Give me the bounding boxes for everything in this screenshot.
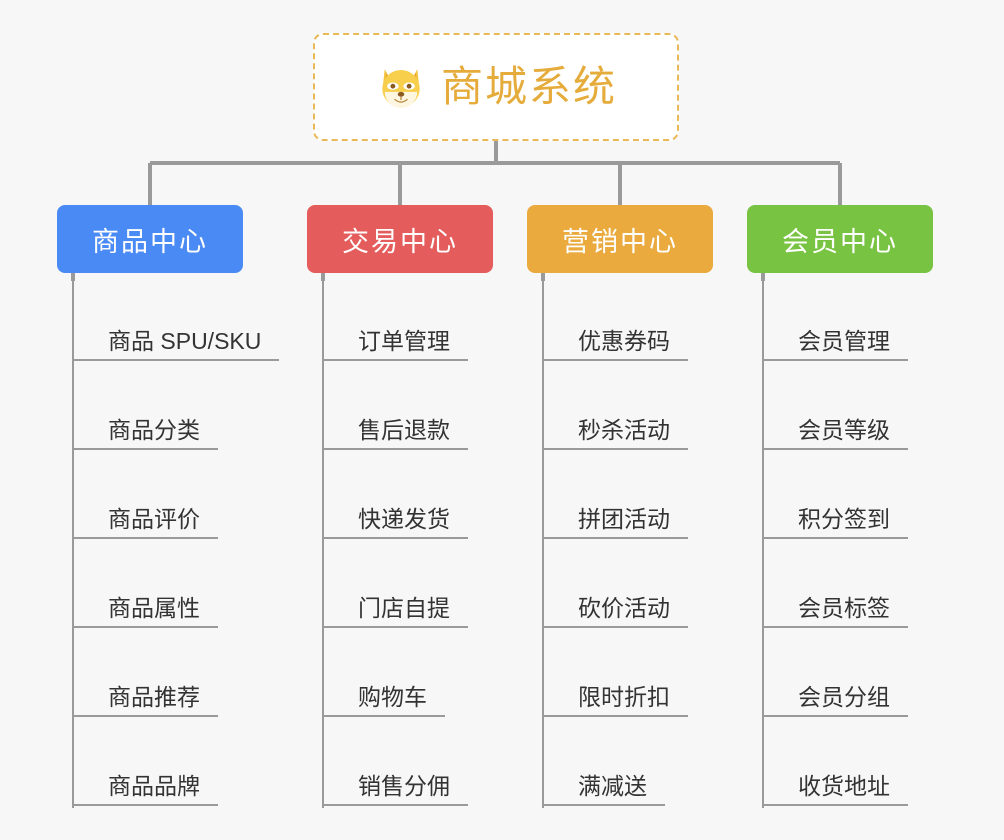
leaf-item-label: 会员标签 bbox=[764, 595, 908, 628]
category-header-1[interactable]: 商品中心 bbox=[57, 205, 243, 273]
leaf-item[interactable]: 商品评价 bbox=[74, 452, 279, 541]
leaf-item-label: 收货地址 bbox=[764, 773, 908, 806]
leaf-item[interactable]: 订单管理 bbox=[324, 274, 468, 363]
leaf-item-label: 会员等级 bbox=[764, 417, 908, 450]
category-label: 营销中心 bbox=[562, 226, 678, 257]
leaf-item[interactable]: 购物车 bbox=[324, 630, 468, 719]
leaf-item-label: 拼团活动 bbox=[544, 506, 688, 539]
leaf-item-label: 商品品牌 bbox=[74, 773, 218, 806]
root-label: 商城系统 bbox=[440, 63, 617, 110]
leaf-item[interactable]: 砍价活动 bbox=[544, 541, 688, 630]
leaf-column-3: 优惠券码秒杀活动拼团活动砍价活动限时折扣满减送 bbox=[542, 274, 688, 808]
leaf-item[interactable]: 会员等级 bbox=[764, 363, 908, 452]
leaf-item-label: 砍价活动 bbox=[544, 595, 688, 628]
leaf-column-1: 商品 SPU/SKU 商品分类商品评价商品属性商品推荐商品品牌 bbox=[72, 274, 280, 808]
leaf-item-label: 商品属性 bbox=[74, 595, 218, 628]
leaf-column-4: 会员管理会员等级积分签到会员标签会员分组收货地址 bbox=[762, 274, 908, 808]
leaf-item[interactable]: 满减送 bbox=[544, 719, 688, 808]
leaf-item[interactable]: 商品推荐 bbox=[74, 630, 279, 719]
leaf-item-label: 售后退款 bbox=[324, 417, 468, 450]
leaf-item-label: 商品评价 bbox=[74, 506, 218, 539]
leaf-item-label: 快递发货 bbox=[324, 506, 468, 539]
leaf-item[interactable]: 会员标签 bbox=[764, 541, 908, 630]
leaf-item[interactable]: 优惠券码 bbox=[544, 274, 688, 363]
leaf-item-label: 会员分组 bbox=[764, 684, 908, 717]
leaf-item[interactable]: 积分签到 bbox=[764, 452, 908, 541]
category-header-3[interactable]: 营销中心 bbox=[527, 205, 713, 273]
leaf-item[interactable]: 售后退款 bbox=[324, 363, 468, 452]
leaf-item[interactable]: 商品分类 bbox=[74, 363, 279, 452]
leaf-item[interactable]: 快递发货 bbox=[324, 452, 468, 541]
leaf-item-label: 订单管理 bbox=[324, 328, 468, 361]
leaf-item[interactable]: 会员管理 bbox=[764, 274, 908, 363]
leaf-item[interactable]: 商品属性 bbox=[74, 541, 279, 630]
category-label: 会员中心 bbox=[782, 226, 898, 257]
leaf-item[interactable]: 门店自提 bbox=[324, 541, 468, 630]
leaf-item[interactable]: 销售分佣 bbox=[324, 719, 468, 808]
leaf-item-label: 秒杀活动 bbox=[544, 417, 688, 450]
leaf-item-label: 积分签到 bbox=[764, 506, 908, 539]
leaf-item[interactable]: 秒杀活动 bbox=[544, 363, 688, 452]
leaf-item[interactable]: 限时折扣 bbox=[544, 630, 688, 719]
category-header-2[interactable]: 交易中心 bbox=[307, 205, 493, 273]
leaf-item-label: 优惠券码 bbox=[544, 328, 688, 361]
leaf-item[interactable]: 商品品牌 bbox=[74, 719, 279, 808]
root-node[interactable]: 商城系统 bbox=[313, 33, 679, 141]
leaf-item-label: 商品分类 bbox=[74, 417, 218, 450]
leaf-item-label: 门店自提 bbox=[324, 595, 468, 628]
category-header-4[interactable]: 会员中心 bbox=[747, 205, 933, 273]
leaf-item[interactable]: 商品 SPU/SKU bbox=[74, 274, 280, 363]
leaf-item-label: 商品 SPU/SKU bbox=[74, 328, 280, 361]
leaf-item[interactable]: 会员分组 bbox=[764, 630, 908, 719]
leaf-item-label: 限时折扣 bbox=[544, 684, 688, 717]
leaf-item-label: 商品推荐 bbox=[74, 684, 218, 717]
leaf-column-2: 订单管理售后退款快递发货门店自提购物车销售分佣 bbox=[322, 274, 468, 808]
category-label: 交易中心 bbox=[342, 226, 458, 257]
leaf-item-label: 满减送 bbox=[544, 773, 665, 806]
leaf-item[interactable]: 拼团活动 bbox=[544, 452, 688, 541]
leaf-item-label: 购物车 bbox=[324, 684, 445, 717]
leaf-item[interactable]: 收货地址 bbox=[764, 719, 908, 808]
leaf-item-label: 会员管理 bbox=[764, 328, 908, 361]
shiba-dog-face-icon bbox=[382, 69, 420, 109]
leaf-item-label: 销售分佣 bbox=[324, 773, 468, 806]
category-label: 商品中心 bbox=[92, 226, 208, 257]
